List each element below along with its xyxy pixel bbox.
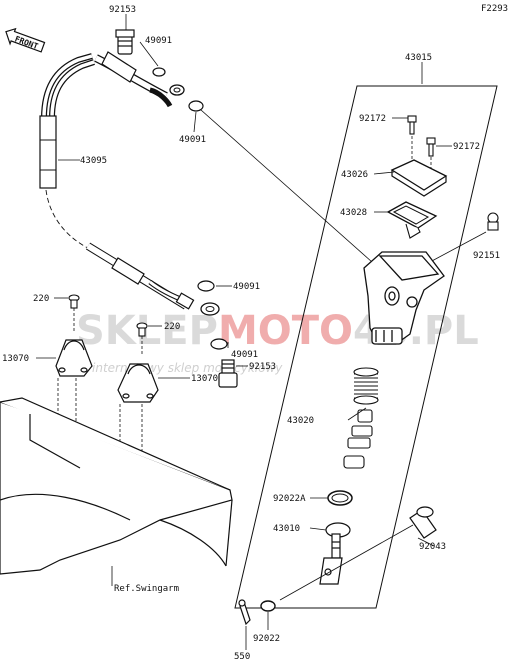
label-43095: 43095 bbox=[80, 156, 107, 166]
leader-lines bbox=[36, 14, 452, 650]
brake-hose-43095 bbox=[39, 51, 220, 316]
svg-text:SKLEPMOTO48.PL: SKLEPMOTO48.PL bbox=[76, 308, 479, 354]
diaphragm-inner bbox=[392, 205, 430, 225]
label-49091-a: 49091 bbox=[145, 36, 172, 46]
bolt-92172-a bbox=[407, 115, 417, 160]
bolt-220-b bbox=[136, 322, 148, 356]
label-43010: 43010 bbox=[273, 524, 300, 534]
washer-49091-d bbox=[210, 338, 228, 350]
pin-92043 bbox=[279, 506, 437, 601]
bolt-92153-lower bbox=[218, 359, 238, 388]
master-cylinder-body bbox=[363, 251, 445, 345]
label-43028: 43028 bbox=[340, 208, 367, 218]
label-43015: 43015 bbox=[405, 53, 432, 63]
label-92022A: 92022A bbox=[273, 494, 306, 504]
label-92153-lower: 92153 bbox=[249, 362, 276, 372]
label-220-a: 220 bbox=[33, 294, 49, 304]
label-92043: 92043 bbox=[419, 542, 446, 552]
swingarm-reference bbox=[0, 397, 233, 575]
leader-49091-to-cylinder bbox=[200, 109, 373, 263]
piston-kit-43020 bbox=[343, 367, 379, 469]
label-92153-top: 92153 bbox=[109, 5, 136, 15]
label-ref-swingarm: Ref.Swingarm bbox=[114, 584, 179, 594]
label-92172-a: 92172 bbox=[359, 114, 386, 124]
cotter-pin-550 bbox=[238, 599, 251, 626]
bracket-13070-a bbox=[55, 339, 93, 377]
assembly-frame-43015 bbox=[234, 85, 498, 609]
label-92172-b: 92172 bbox=[453, 142, 480, 152]
label-49091-d: 49091 bbox=[231, 350, 258, 360]
watermark-part1: SKLEP bbox=[76, 308, 218, 354]
label-13070-a: 13070 bbox=[2, 354, 29, 364]
label-43026: 43026 bbox=[341, 170, 368, 180]
bolt-92151 bbox=[429, 212, 499, 263]
reservoir-cap-side bbox=[391, 170, 447, 197]
watermark-part2: MOTO bbox=[218, 308, 353, 354]
washer-49091-c bbox=[197, 280, 215, 292]
snap-ring-92022A bbox=[327, 490, 353, 506]
label-49091-c: 49091 bbox=[233, 282, 260, 292]
washer-49091-a bbox=[152, 67, 166, 77]
washer-49091-b bbox=[188, 100, 204, 112]
diaphragm-neck bbox=[405, 223, 421, 239]
label-92151: 92151 bbox=[473, 251, 500, 261]
label-220-b: 220 bbox=[164, 322, 180, 332]
bracket-13070-b bbox=[117, 363, 159, 403]
washer-92022 bbox=[260, 600, 276, 612]
label-92022: 92022 bbox=[253, 634, 280, 644]
label-550: 550 bbox=[234, 652, 250, 662]
bolt-92153-top bbox=[115, 29, 135, 55]
label-49091-b: 49091 bbox=[179, 135, 206, 145]
label-43020: 43020 bbox=[287, 416, 314, 426]
figure-code: F2293 bbox=[481, 4, 508, 14]
label-13070-b: 13070 bbox=[191, 374, 218, 384]
reservoir-cap-43026 bbox=[390, 159, 448, 191]
front-arrow-icon: FRONT bbox=[5, 27, 46, 53]
bolt-220-a bbox=[68, 294, 80, 332]
